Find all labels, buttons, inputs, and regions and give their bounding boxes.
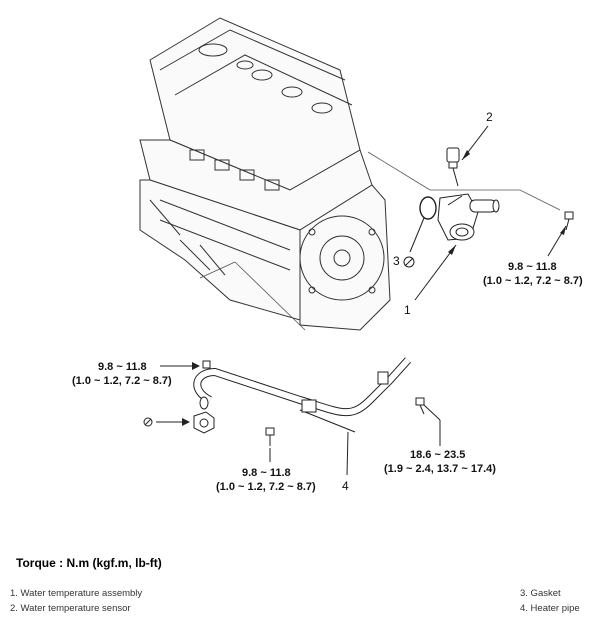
gasket	[419, 196, 437, 220]
water-temperature-sensor	[446, 147, 460, 187]
water-temperature-assembly	[437, 193, 500, 241]
torque-bottom-right-nm: 18.6 ~ 23.5	[410, 449, 465, 461]
torque-top-right-nm: 9.8 ~ 11.8	[508, 261, 557, 273]
leader-part-3	[409, 217, 425, 253]
torque-title: Torque : N.m (kgf.m, lb-ft)	[16, 556, 162, 570]
o-ring-icon	[143, 417, 153, 427]
part-number-2: 2	[486, 110, 493, 124]
bolt-top-right	[564, 211, 574, 231]
engine-exploded-diagram: 2 3 1 9.8 ~ 11.8 (1.0 ~ 1.2, 7.2 ~ 8.7) …	[72, 17, 583, 493]
bolt-bottom-mid	[265, 427, 275, 446]
arrow-part-2	[462, 150, 470, 160]
legend-item: 2. Water temperature sensor	[10, 603, 131, 614]
engine-block	[139, 17, 391, 331]
legend-left: 1. Water temperature assembly 2. Water t…	[10, 586, 142, 616]
new-part-icon	[403, 256, 415, 268]
part-number-4: 4	[342, 479, 349, 493]
torque-bottom-mid-alt: (1.0 ~ 1.2, 7.2 ~ 8.7)	[216, 481, 316, 493]
pipe-fitting	[193, 411, 215, 434]
reference-lines	[199, 151, 561, 331]
arrow-torque-mid-left	[192, 362, 200, 370]
bolt-bottom-right	[415, 397, 425, 415]
torque-bottom-right-alt: (1.9 ~ 2.4, 13.7 ~ 17.4)	[384, 463, 496, 475]
torque-leader-bottom-right	[423, 404, 441, 421]
leader-part-4	[346, 431, 349, 476]
legend-item: 1. Water temperature assembly	[10, 588, 143, 599]
torque-bottom-mid-nm: 9.8 ~ 11.8	[242, 467, 291, 479]
bolt-mid-left	[202, 360, 211, 369]
legend-item: 4. Heater pipe	[520, 603, 580, 614]
part-number-1: 1	[404, 303, 411, 317]
torque-top-right-alt: (1.0 ~ 1.2, 7.2 ~ 8.7)	[483, 275, 583, 287]
legend-right: 3. Gasket 4. Heater pipe	[520, 586, 580, 616]
legend-item: 3. Gasket	[520, 588, 561, 599]
part-number-3: 3	[393, 254, 400, 268]
heater-pipe	[193, 357, 411, 433]
arrow-fitting	[182, 418, 190, 426]
arrow-part-1	[448, 245, 456, 255]
torque-mid-left-alt: (1.0 ~ 1.2, 7.2 ~ 8.7)	[72, 375, 172, 387]
leader-part-1	[414, 244, 457, 301]
arrow-torque-top-right	[560, 226, 566, 235]
torque-mid-left-nm: 9.8 ~ 11.8	[98, 361, 147, 373]
